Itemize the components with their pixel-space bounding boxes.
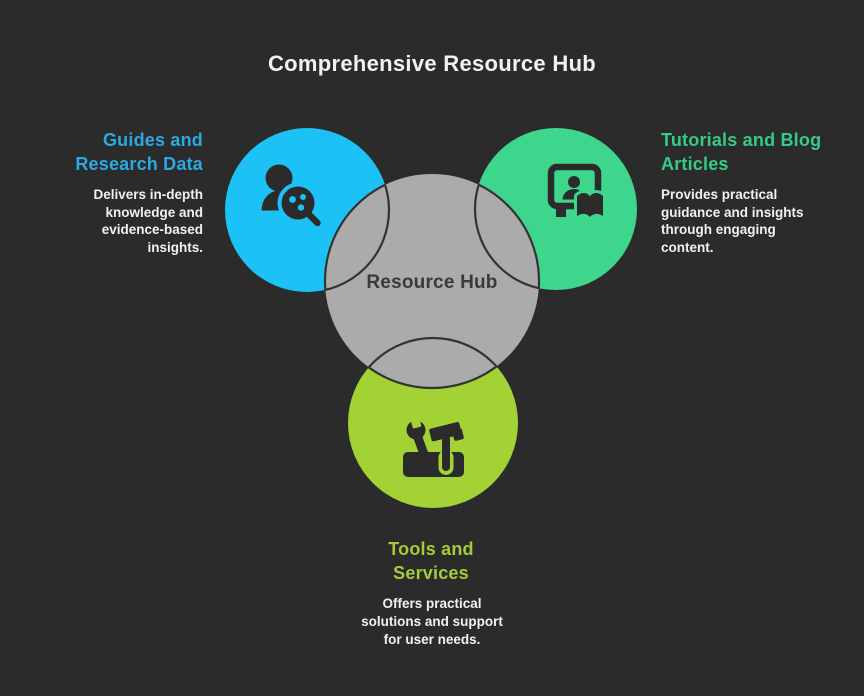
toolbox-icon bbox=[403, 412, 464, 477]
tools-heading: Tools and Services bbox=[388, 539, 474, 583]
guides-description: Delivers in-depth knowledge and evidence… bbox=[93, 187, 203, 255]
tutorials-heading: Tutorials and Blog Articles bbox=[661, 130, 822, 174]
person-magnifier-icon bbox=[261, 164, 324, 230]
circle-hub bbox=[325, 174, 539, 388]
guides-heading: Guides and Research Data bbox=[75, 130, 203, 174]
hub-label: Resource Hub bbox=[366, 272, 498, 293]
screen-person-book-icon bbox=[547, 163, 606, 220]
inner-overlap-arcs bbox=[325, 174, 539, 388]
tutorials-description: Provides practical guidance and insights… bbox=[661, 187, 804, 255]
open-book-glyph bbox=[574, 190, 606, 220]
tools-description: Offers practical solutions and support f… bbox=[361, 596, 503, 647]
page-title: Comprehensive Resource Hub bbox=[267, 51, 597, 76]
